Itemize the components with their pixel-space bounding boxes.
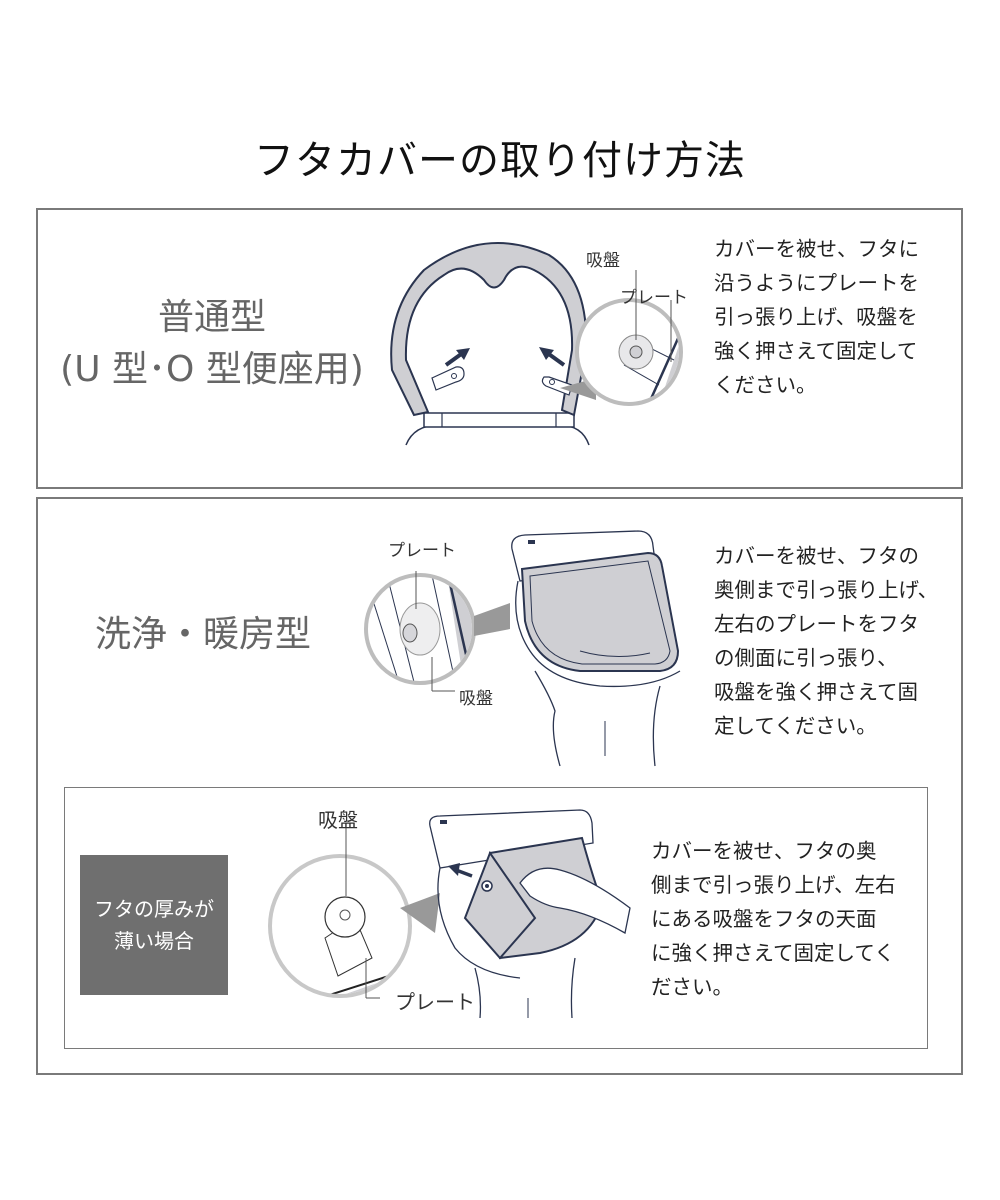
type-label-washlet: 洗浄・暖房型 <box>94 614 311 655</box>
callout-plate: プレート <box>395 990 475 1014</box>
instructions-washlet: カバーを被せ、フタの 奥側まで引っ張り上げ、 左右のプレートをフタ の側面に引っ… <box>714 544 939 738</box>
thin-lid-illustration <box>268 809 631 1019</box>
thin-lid-badge: フタの厚みが 薄い場合 <box>80 855 228 995</box>
page-title: フタカバーの取り付け方法 <box>254 138 746 184</box>
type-label-line2: (U 型･O 型便座用) <box>60 349 364 391</box>
standard-toilet-lid-illustration <box>390 242 683 446</box>
washlet-toilet-illustration <box>364 530 681 767</box>
section-washlet-type: 洗浄・暖房型 プレート 吸盤 カバーを被せ、フタの <box>36 497 963 1075</box>
section-standard-type: 普通型 (U 型･O 型便座用) <box>36 208 963 489</box>
callout-suction-cup: 吸盤 <box>318 808 358 832</box>
callout-plate: プレート <box>620 288 688 308</box>
type-label-line1: 普通型 <box>157 297 266 338</box>
instructions-thin-lid: カバーを被せ、フタの奥 側まで引っ張り上げ、左右 にある吸盤をフタの天面 に強く… <box>651 839 896 999</box>
callout-suction-cup: 吸盤 <box>459 689 493 709</box>
callout-plate: プレート <box>388 541 456 561</box>
instructions-standard: カバーを被せ、フタに 沿うようにプレートを 引っ張り上げ、吸盤を 強く押さえて固… <box>714 237 919 397</box>
type-label-standard: 普通型 (U 型･O 型便座用) <box>52 292 372 396</box>
callout-suction-cup: 吸盤 <box>586 251 620 271</box>
subsection-thin-lid: フタの厚みが 薄い場合 <box>64 787 928 1049</box>
